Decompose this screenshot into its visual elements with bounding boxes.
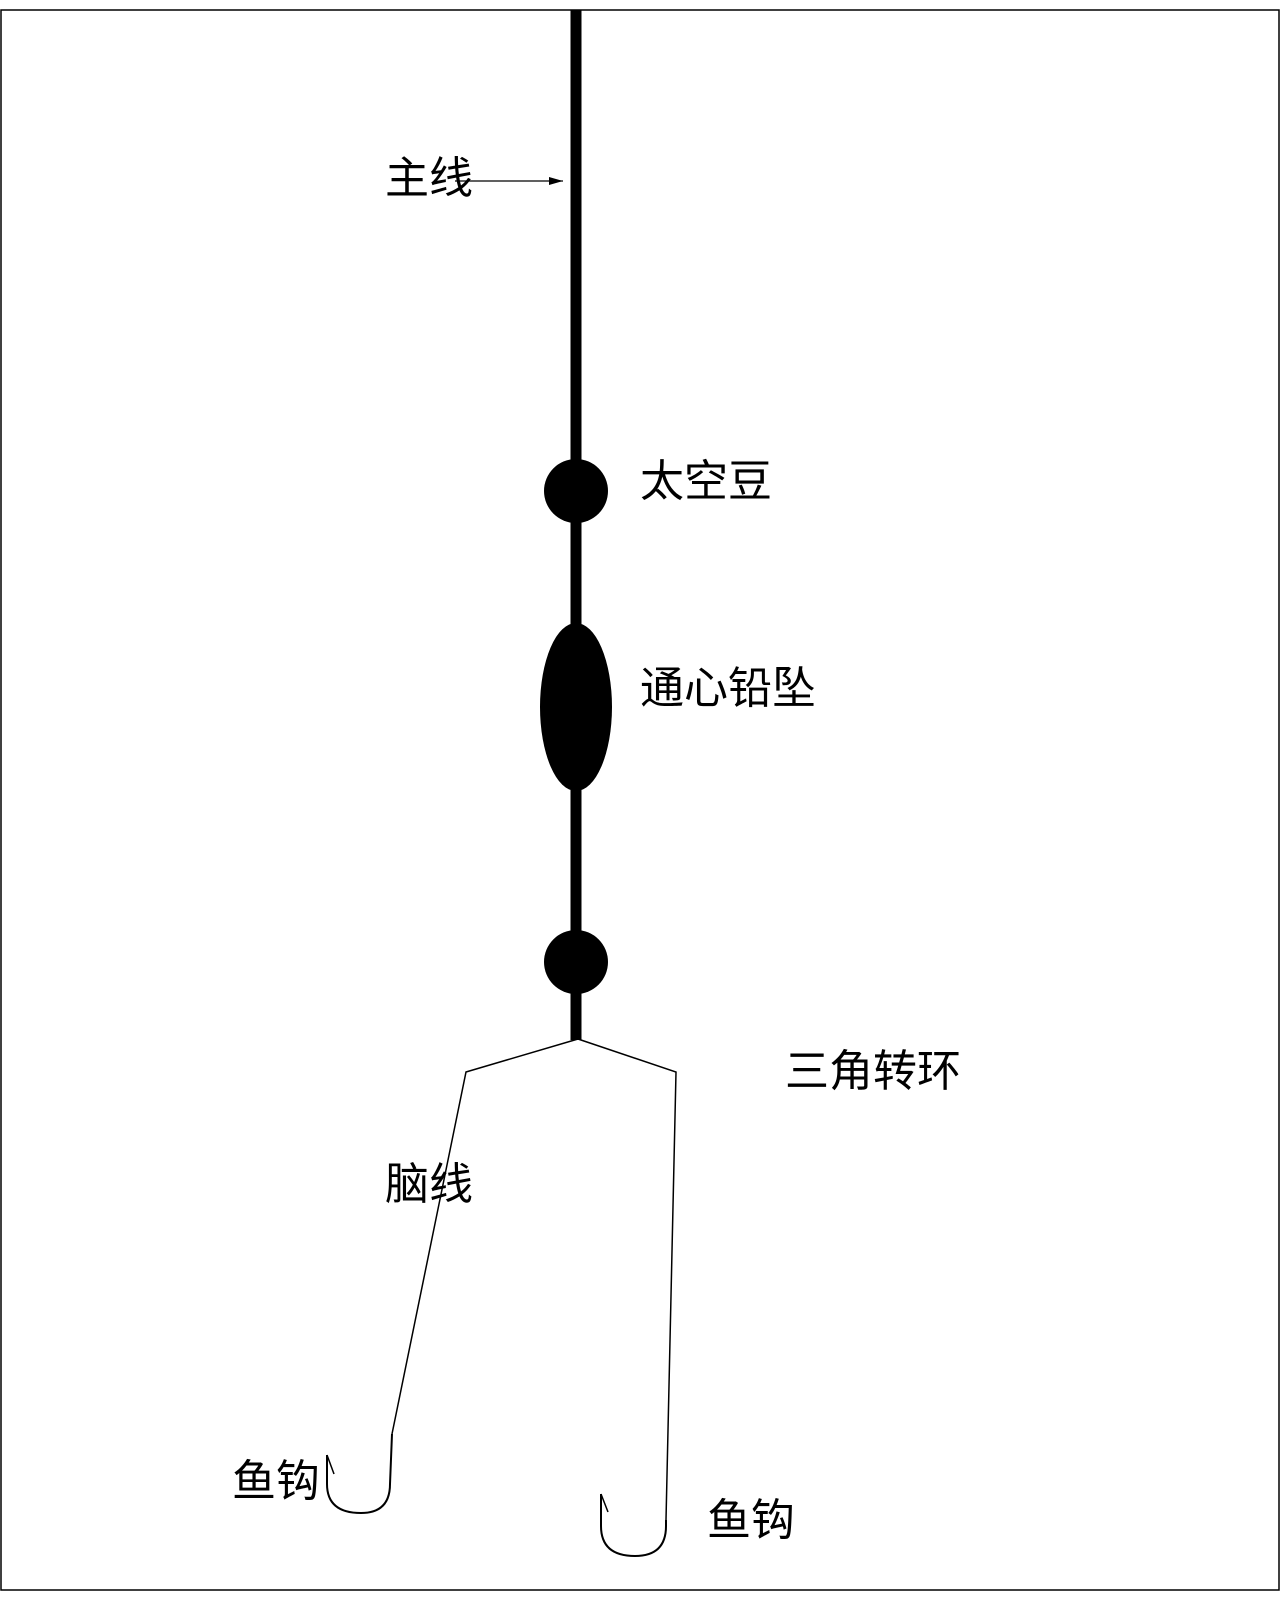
label-leader-line: 脑线 xyxy=(385,1159,473,1210)
space-bean-lower xyxy=(544,930,608,994)
hook-right-icon xyxy=(600,1494,667,1558)
hook-right-barb xyxy=(600,1493,609,1513)
label-sinker: 通心铅坠 xyxy=(640,663,816,714)
label-hook-right: 鱼钩 xyxy=(707,1495,795,1546)
diagram-border xyxy=(0,9,1280,1591)
leader-line-left xyxy=(391,1038,579,1435)
space-bean-upper xyxy=(544,459,608,523)
sinker-shape xyxy=(540,623,612,791)
label-hook-left: 鱼钩 xyxy=(232,1456,320,1507)
label-space-bean: 太空豆 xyxy=(640,456,772,507)
leader-line-right xyxy=(577,1038,677,1521)
label-main-line: 主线 xyxy=(385,153,473,204)
hook-left-icon xyxy=(326,1433,393,1515)
hook-left-barb xyxy=(326,1454,335,1475)
label-swivel: 三角转环 xyxy=(785,1046,961,1097)
